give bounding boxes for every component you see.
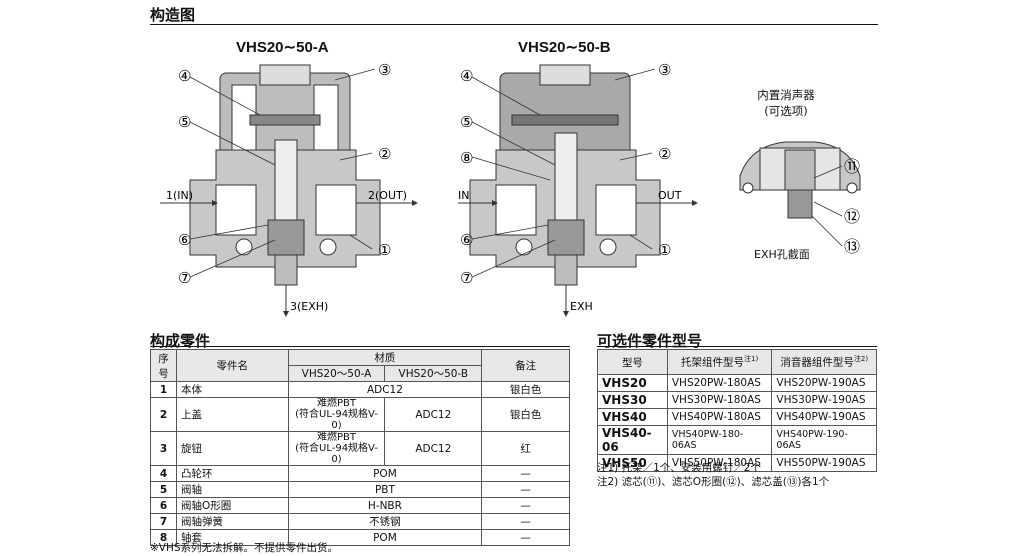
col-va: VHS20～50-A bbox=[287, 365, 386, 382]
callout-1: ① bbox=[378, 241, 391, 259]
callout-2: ② bbox=[658, 145, 671, 163]
col-material: 材质 bbox=[287, 349, 483, 366]
diagram-b: ④ ③ ⑤ ⑧ ② ⑥ ① ⑦ IN OUT EXH bbox=[458, 61, 698, 317]
diagram-a-title: VHS20∼50-A bbox=[236, 39, 329, 56]
muffler-caption: EXH孔截面 bbox=[754, 248, 810, 261]
callout-13: ⑬ bbox=[844, 237, 860, 256]
table-row: 4 凸轮环 POM — bbox=[150, 465, 570, 482]
parts-footnote: ※VHS系列无法拆解。不提供零件出货。 bbox=[150, 542, 339, 554]
table-row: 8 轴套 POM — bbox=[150, 529, 570, 546]
callout-12: ⑫ bbox=[844, 207, 860, 226]
option-table: 型号 托架组件型号注1) 消音器组件型号注2) VHS20 VHS20PW-18… bbox=[597, 349, 877, 472]
option-note-2: 注2) 滤芯(⑪)、滤芯O形圈(⑫)、滤芯盖(⑬)各1个 bbox=[597, 476, 830, 488]
in-port-label: 1(IN) bbox=[166, 189, 193, 202]
title-underline bbox=[150, 24, 878, 25]
out-port-label: OUT bbox=[658, 189, 682, 202]
diagram-a: ④ ③ ⑤ ② ⑥ ① ⑦ 1(IN) 2(OUT) 3(EXH) bbox=[160, 61, 418, 317]
option-underline bbox=[597, 346, 877, 347]
callout-3: ③ bbox=[378, 61, 391, 79]
table-row: VHS40-06 VHS40PW-180-06AS VHS40PW-190-06… bbox=[597, 425, 877, 455]
col-muffler: 消音器组件型号注2) bbox=[771, 349, 877, 375]
callout-6: ⑥ bbox=[460, 231, 473, 249]
callout-8: ⑧ bbox=[460, 149, 473, 167]
option-note-1: 注1) 托架／1个、安装用螺钉／2个 bbox=[597, 462, 761, 474]
muffler-title-line2: (可选项) bbox=[764, 104, 808, 118]
exh-port-label: 3(EXH) bbox=[290, 300, 328, 313]
table-row: 5 阀轴 PBT — bbox=[150, 481, 570, 498]
col-name: 零件名 bbox=[175, 349, 289, 382]
callout-3: ③ bbox=[658, 61, 671, 79]
callout-11: ⑪ bbox=[844, 157, 860, 176]
table-row: VHS20 VHS20PW-180AS VHS20PW-190AS bbox=[597, 374, 877, 392]
table-row: VHS40 VHS40PW-180AS VHS40PW-190AS bbox=[597, 408, 877, 426]
muffler-title: 内置消声器 (可选项) bbox=[754, 87, 818, 119]
option-title: 可选件零件型号 bbox=[597, 332, 703, 350]
parts-underline bbox=[150, 346, 570, 347]
diagram-b-title: VHS20∼50-B bbox=[518, 39, 611, 56]
parts-title: 构成零件 bbox=[150, 332, 211, 350]
callout-1: ① bbox=[658, 241, 671, 259]
callout-2: ② bbox=[378, 145, 391, 163]
table-row: 6 阀轴O形圈 H-NBR — bbox=[150, 497, 570, 514]
muffler-section: ⑪ ⑫ ⑬ bbox=[739, 141, 861, 256]
in-port-label: IN bbox=[458, 189, 469, 202]
col-vb: VHS20～50-B bbox=[384, 365, 483, 382]
callout-4: ④ bbox=[178, 67, 191, 85]
callout-5: ⑤ bbox=[460, 113, 473, 131]
body-shape bbox=[189, 139, 381, 286]
parts-table: 序号 零件名 材质 备注 VHS20～50-A VHS20～50-B 1 本体 … bbox=[150, 349, 570, 546]
table-row: 3 旋钮 难燃PBT(符合UL-94规格V-0) ADC12 红 bbox=[150, 431, 570, 466]
col-bracket: 托架组件型号注1) bbox=[666, 349, 773, 375]
table-row: VHS50 VHS50PW-180AS VHS50PW-190AS bbox=[597, 454, 877, 472]
callout-4: ④ bbox=[460, 67, 473, 85]
callout-7: ⑦ bbox=[178, 269, 191, 287]
exh-port-label: EXH bbox=[570, 300, 593, 313]
col-note: 备注 bbox=[481, 349, 570, 382]
page-title: 构造图 bbox=[150, 6, 196, 24]
col-model: 型号 bbox=[597, 349, 668, 375]
table-row: VHS30 VHS30PW-180AS VHS30PW-190AS bbox=[597, 391, 877, 409]
body-shape bbox=[469, 132, 661, 286]
callout-7: ⑦ bbox=[460, 269, 473, 287]
col-no: 序号 bbox=[150, 349, 177, 382]
callout-6: ⑥ bbox=[178, 231, 191, 249]
table-row: 2 上盖 难燃PBT(符合UL-94规格V-0) ADC12 银白色 bbox=[150, 397, 570, 432]
table-row: 1 本体 ADC12 银白色 bbox=[150, 381, 570, 398]
out-port-label: 2(OUT) bbox=[368, 189, 407, 202]
callout-5: ⑤ bbox=[178, 113, 191, 131]
table-row: 7 阀轴弹簧 不锈钢 — bbox=[150, 513, 570, 530]
muffler-title-line1: 内置消声器 bbox=[757, 88, 815, 102]
